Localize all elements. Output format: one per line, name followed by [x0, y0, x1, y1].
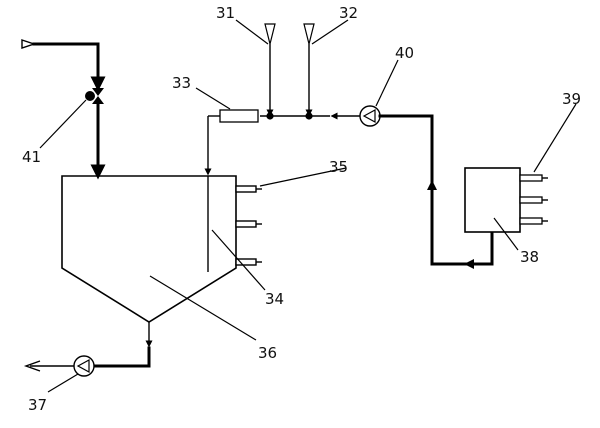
outlet-pipe — [23, 322, 153, 372]
dosing-inlet-31 — [264, 23, 276, 120]
dosing-inlet-32 — [303, 23, 315, 120]
tank-36 — [61, 175, 237, 323]
label-37: 37 — [28, 396, 47, 414]
container-38 — [464, 167, 521, 233]
label-33: 33 — [172, 74, 191, 92]
container-nozzles-39 — [519, 174, 548, 225]
label-41: 41 — [22, 148, 41, 166]
label-31: 31 — [216, 4, 235, 22]
inlet-pipe — [21, 39, 106, 180]
label-35: 35 — [329, 158, 348, 176]
pump-37-icon — [73, 355, 95, 377]
label-34: 34 — [265, 290, 284, 308]
label-40: 40 — [395, 44, 414, 62]
label-32: 32 — [339, 4, 358, 22]
label-36: 36 — [258, 344, 277, 362]
pump-40-icon — [359, 105, 381, 127]
label-39: 39 — [562, 90, 581, 108]
return-line — [378, 114, 494, 269]
valve-41-icon — [85, 88, 104, 104]
filter-33 — [219, 109, 259, 123]
label-38: 38 — [520, 248, 539, 266]
tank-nozzles-35 — [235, 185, 262, 266]
feed-line-into-tank — [204, 115, 220, 176]
leader-lines — [39, 19, 577, 393]
